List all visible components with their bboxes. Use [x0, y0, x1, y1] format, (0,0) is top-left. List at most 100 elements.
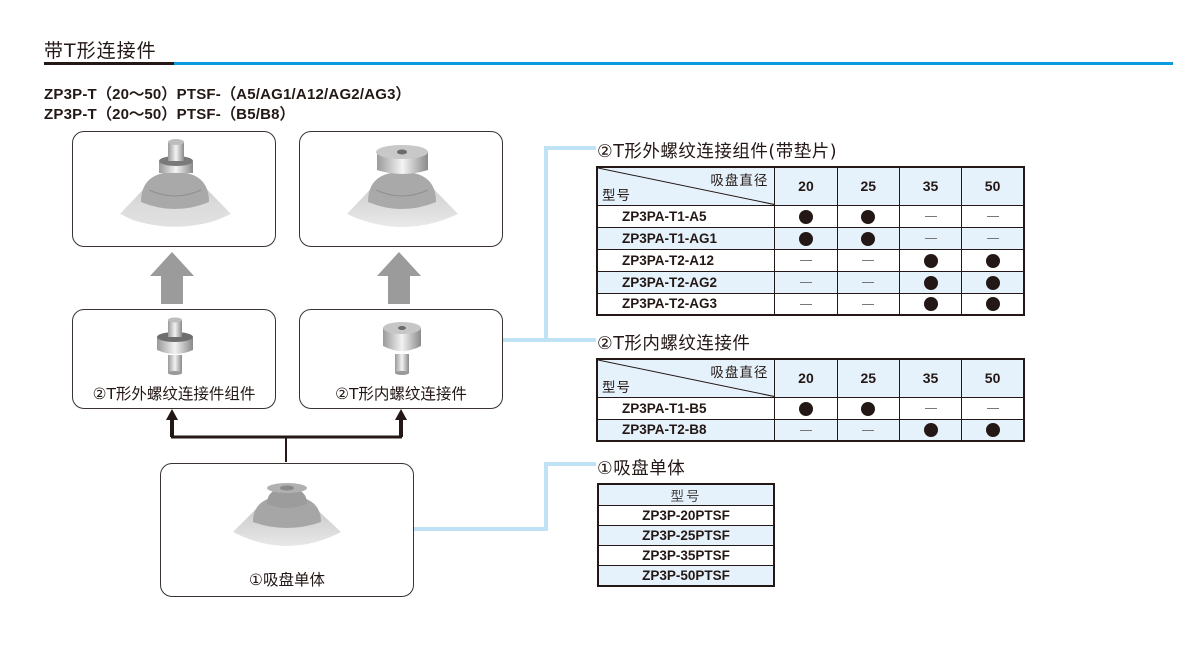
not-available-dash-icon — [799, 260, 812, 262]
availability-cell — [836, 226, 900, 250]
diagonal-header-cell: 吸盘直径 型号 — [596, 166, 776, 206]
model-header: 型号 — [602, 187, 631, 204]
availability-cell — [898, 204, 963, 228]
available-dot-icon — [861, 209, 876, 224]
availability-cell — [774, 270, 838, 294]
not-available-dash-icon — [862, 260, 875, 262]
female-connector-label: ②T形内螺纹连接件 — [335, 385, 467, 403]
column-header: 20 — [774, 166, 838, 206]
availability-cell — [774, 226, 838, 250]
column-header: 35 — [898, 358, 963, 398]
table-row: ZP3PA-T1-AG1 — [596, 226, 1025, 250]
vacuum-pad-female-assembly-icon — [347, 145, 458, 227]
title-rule-dark — [44, 62, 174, 65]
availability-cell — [961, 292, 1025, 316]
model-cell: ZP3P-35PTSF — [597, 545, 775, 566]
model-cell: ZP3PA-T1-AG1 — [596, 226, 776, 250]
model-series-line-2: ZP3P-T（20～50）PTSF-（B5/B8） — [44, 106, 295, 123]
availability-cell — [898, 396, 963, 420]
not-available-dash-icon — [986, 216, 999, 218]
availability-cell — [961, 226, 1025, 250]
table-row: ZP3PA-T2-AG3 — [596, 292, 1025, 316]
available-dot-icon — [923, 253, 938, 268]
not-available-dash-icon — [862, 282, 875, 284]
availability-cell — [836, 204, 900, 228]
column-header: 20 — [774, 358, 838, 398]
availability-cell — [774, 204, 838, 228]
table-row: ZP3PA-T2-A12 — [596, 248, 1025, 272]
female-thread-connector-icon — [383, 322, 421, 375]
not-available-dash-icon — [799, 304, 812, 306]
table-row: ZP3P-20PTSF — [597, 505, 775, 526]
column-header: 50 — [961, 358, 1025, 398]
column-header: 50 — [961, 166, 1025, 206]
model-cell: ZP3PA-T2-AG3 — [596, 292, 776, 316]
male-connector-box: ②T形外螺纹连接件组件 — [72, 309, 276, 409]
assembled-female-box — [299, 131, 503, 247]
availability-cell — [961, 418, 1025, 442]
assembled-male-box — [72, 131, 276, 247]
available-dot-icon — [923, 275, 938, 290]
availability-cell — [898, 248, 963, 272]
availability-cell — [836, 248, 900, 272]
model-cell: ZP3P-25PTSF — [597, 525, 775, 546]
pad-diameter-header: 吸盘直径 — [710, 173, 769, 189]
not-available-dash-icon — [862, 430, 875, 432]
model-cell: ZP3PA-T1-A5 — [596, 204, 776, 228]
not-available-dash-icon — [799, 282, 812, 284]
model-cell: ZP3PA-T2-AG2 — [596, 270, 776, 294]
table-row: ZP3P-25PTSF — [597, 525, 775, 546]
pad-diameter-header: 吸盘直径 — [710, 365, 769, 381]
model-header: 型号 — [597, 483, 775, 506]
arrow-head-right — [395, 409, 407, 420]
availability-cell — [961, 248, 1025, 272]
table-row: ZP3PA-T2-B8 — [596, 418, 1025, 442]
available-dot-icon — [985, 423, 1000, 438]
table-row: ZP3P-50PTSF — [597, 565, 775, 586]
vacuum-pad-icon — [233, 483, 341, 546]
table-row: ZP3PA-T1-A5 — [596, 204, 1025, 228]
not-available-dash-icon — [862, 304, 875, 306]
availability-cell — [961, 204, 1025, 228]
connector-female-to-tables — [500, 146, 596, 342]
availability-cell — [898, 270, 963, 294]
vacuum-pad-box: ①吸盘单体 — [160, 463, 414, 597]
section-title: 带T形连接件 — [44, 40, 157, 62]
model-cell: ZP3P-20PTSF — [597, 505, 775, 526]
not-available-dash-icon — [799, 430, 812, 432]
model-cell: ZP3PA-T2-A12 — [596, 248, 776, 272]
pad-table-title: ①吸盘单体 — [597, 459, 686, 479]
table-row: ZP3PA-T2-AG2 — [596, 270, 1025, 294]
available-dot-icon — [985, 275, 1000, 290]
vacuum-pad-label: ①吸盘单体 — [249, 571, 325, 589]
title-rule-blue — [174, 62, 1173, 65]
vacuum-pad-male-assembly-icon — [120, 139, 231, 227]
male-thread-connector-icon — [157, 317, 193, 375]
table-row: ZP3P-35PTSF — [597, 545, 775, 566]
availability-cell — [836, 396, 900, 420]
column-header: 25 — [836, 358, 900, 398]
model-cell: ZP3P-50PTSF — [597, 565, 775, 586]
arrow-head-left — [166, 409, 178, 420]
female-connector-box: ②T形内螺纹连接件 — [299, 309, 503, 409]
male-connector-label: ②T形外螺纹连接件组件 — [92, 385, 256, 403]
model-cell: ZP3PA-T1-B5 — [596, 396, 776, 420]
availability-cell — [836, 270, 900, 294]
available-dot-icon — [798, 231, 813, 246]
availability-cell — [774, 248, 838, 272]
column-header: 35 — [898, 166, 963, 206]
not-available-dash-icon — [924, 216, 937, 218]
available-dot-icon — [923, 423, 938, 438]
available-dot-icon — [798, 209, 813, 224]
available-dot-icon — [861, 401, 876, 416]
not-available-dash-icon — [924, 238, 937, 240]
model-series-line-1: ZP3P-T（20～50）PTSF-（A5/AG1/A12/AG2/AG3） — [44, 86, 411, 103]
available-dot-icon — [798, 401, 813, 416]
availability-cell — [898, 226, 963, 250]
availability-cell — [774, 292, 838, 316]
connector-pad-to-table — [414, 462, 596, 531]
available-dot-icon — [861, 231, 876, 246]
